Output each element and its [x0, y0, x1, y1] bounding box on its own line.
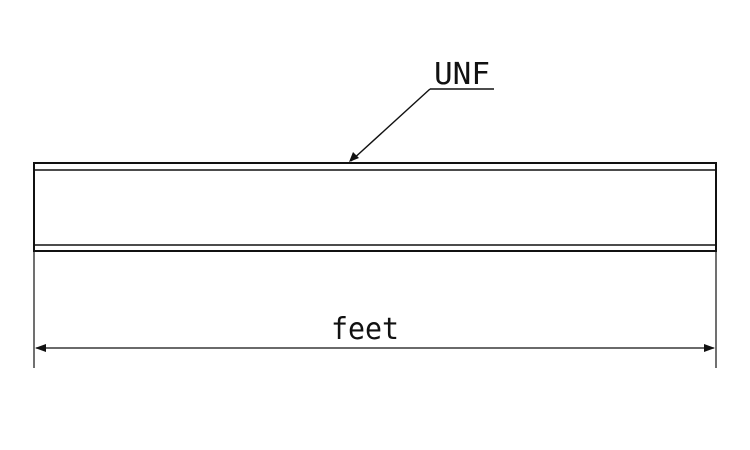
callout-arrowhead	[349, 152, 359, 162]
length-dimension	[33, 251, 717, 368]
length-label: feet	[331, 312, 399, 347]
thread-label: UNF	[434, 57, 490, 92]
rod-outline	[33, 162, 717, 252]
dimension-arrow-left	[35, 344, 46, 352]
threaded-rod	[33, 162, 717, 252]
thread-callout	[350, 88, 494, 162]
dimension-arrow-right	[704, 344, 715, 352]
callout-leader	[350, 88, 431, 162]
